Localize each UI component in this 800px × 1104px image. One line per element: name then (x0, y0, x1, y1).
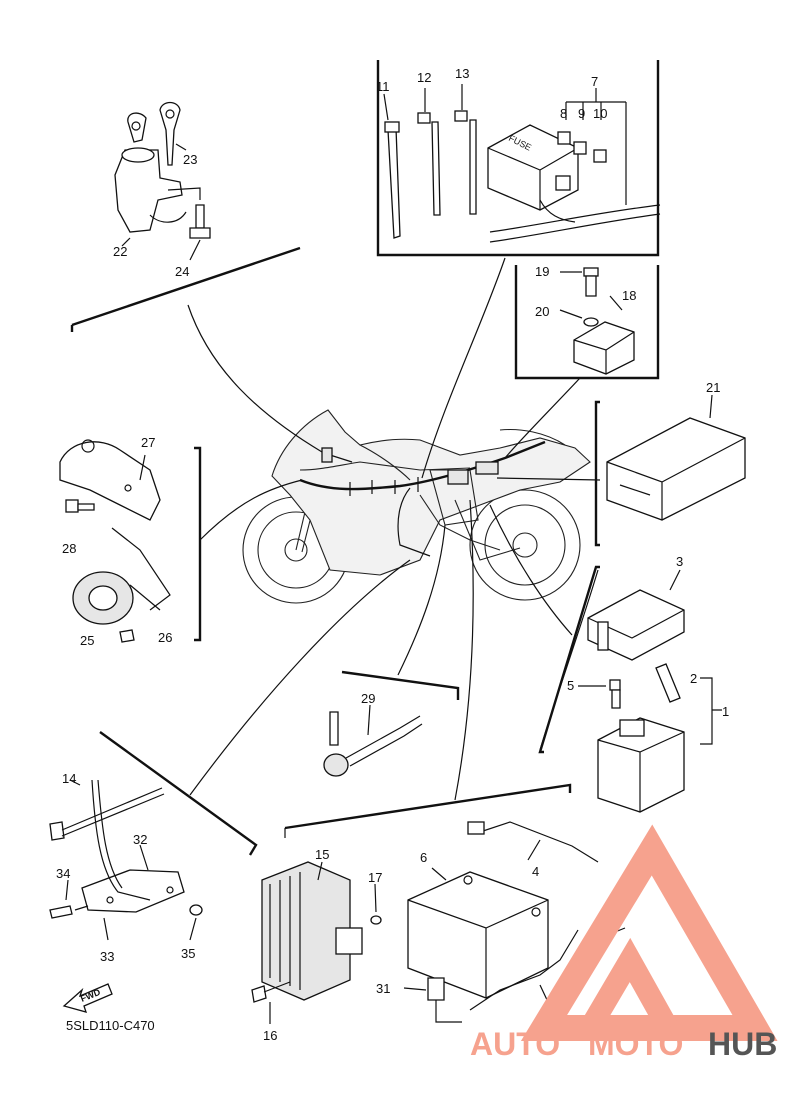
callout-1: 1 (722, 704, 729, 719)
leader-lines (187, 257, 601, 801)
callout-12: 12 (417, 70, 431, 85)
rectifier-group (251, 861, 382, 1024)
ecu-group (606, 394, 746, 521)
sidestand-switch-group (323, 704, 423, 777)
callout-35: 35 (181, 946, 195, 961)
callout-11: 11 (376, 79, 390, 94)
relay-group (559, 267, 635, 375)
callout-7: 7 (591, 74, 598, 89)
callout-8: 8 (560, 106, 567, 121)
callout-19: 19 (535, 264, 549, 279)
callout-24: 24 (175, 264, 189, 279)
callout-27: 27 (141, 435, 155, 450)
callout-16: 16 (263, 1028, 277, 1043)
callout-23: 23 (183, 152, 197, 167)
callout-21: 21 (706, 380, 720, 395)
callout-28: 28 (62, 541, 76, 556)
callout-22: 22 (113, 244, 127, 259)
callout-29: 29 (361, 691, 375, 706)
callout-3: 3 (676, 554, 683, 569)
callout-9: 9 (578, 106, 585, 121)
bracket-group (49, 779, 203, 1013)
callout-15: 15 (315, 847, 329, 862)
fuse-box-group (383, 84, 661, 243)
callout-18: 18 (622, 288, 636, 303)
callout-4: 4 (532, 864, 539, 879)
catalog-code: 5SLD110-C470 (66, 1018, 155, 1033)
callout-31: 31 (376, 981, 390, 996)
callout-34: 34 (56, 866, 70, 881)
horn-group (59, 439, 171, 643)
watermark-hub: HUB (708, 1026, 777, 1062)
callout-5: 5 (567, 678, 574, 693)
callout-2: 2 (690, 671, 697, 686)
watermark-auto: AUTO (470, 1026, 560, 1062)
callout-32: 32 (133, 832, 147, 847)
callout-33: 33 (100, 949, 114, 964)
battery-group (403, 821, 626, 1023)
callout-10: 10 (593, 106, 607, 121)
group-brackets (70, 60, 660, 856)
callout-labels: 1 2 3 4 5 6 7 8 9 10 11 12 13 14 15 16 1… (56, 66, 729, 1043)
callout-14-bracket: 14 (62, 771, 76, 786)
callout-20: 20 (535, 304, 549, 319)
callout-25: 25 (80, 633, 94, 648)
main-switch-group (114, 101, 211, 261)
starter-relay-group (578, 569, 722, 813)
watermark-moto: MOTO (588, 1026, 683, 1062)
motorcycle-illustration (242, 409, 591, 604)
callout-6: 6 (420, 850, 427, 865)
callout-13: 13 (455, 66, 469, 81)
callout-26: 26 (158, 630, 172, 645)
watermark-text: AUTO MOTO HUB (470, 1026, 777, 1062)
callout-17: 17 (368, 870, 382, 885)
watermark-logo (520, 824, 778, 1041)
